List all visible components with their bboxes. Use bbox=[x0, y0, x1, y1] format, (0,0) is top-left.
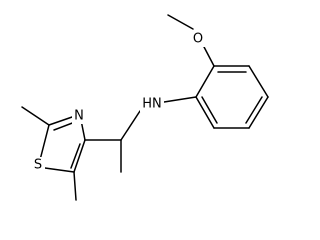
bond-nh-ch bbox=[120, 110, 141, 141]
bond-benzene-6 bbox=[195, 65, 215, 98]
bond-thiazole-c2-n-inner bbox=[53, 121, 76, 131]
chemical-structure-diagram: O HN N S bbox=[21, 14, 269, 201]
bond-o-ring bbox=[202, 44, 215, 67]
bond-ring-nh bbox=[163, 96, 197, 103]
nitrogen-label-bg bbox=[72, 108, 86, 124]
amine-label-bg bbox=[140, 96, 164, 112]
bond-thiazole-s-c2 bbox=[39, 124, 50, 161]
bond-benzene-3 bbox=[248, 96, 269, 129]
bond-c2-methyl bbox=[21, 106, 50, 126]
bond-benzene-inner-c bbox=[201, 96, 218, 124]
bond-benzene-2 bbox=[248, 65, 269, 98]
bond-thiazole-c2-n bbox=[48, 115, 76, 126]
bond-benzene-inner-b bbox=[245, 96, 263, 124]
oxygen-atom-label: O bbox=[193, 32, 203, 47]
bond-c5-methyl bbox=[73, 171, 77, 201]
oxygen-label-bg bbox=[191, 31, 205, 47]
amine-atom-label: HN bbox=[142, 97, 162, 112]
bond-benzene-5 bbox=[195, 96, 215, 129]
bond-thiazole-c4-c5-inner bbox=[70, 143, 81, 169]
nitrogen-atom-label: N bbox=[74, 109, 84, 124]
bond-thiazole-c4-c5 bbox=[73, 139, 86, 173]
sulfur-label-bg bbox=[31, 157, 45, 173]
bond-methyl-o bbox=[167, 14, 194, 30]
bond-thiazole-c5-s bbox=[44, 167, 75, 173]
sulfur-atom-label: S bbox=[34, 158, 42, 173]
